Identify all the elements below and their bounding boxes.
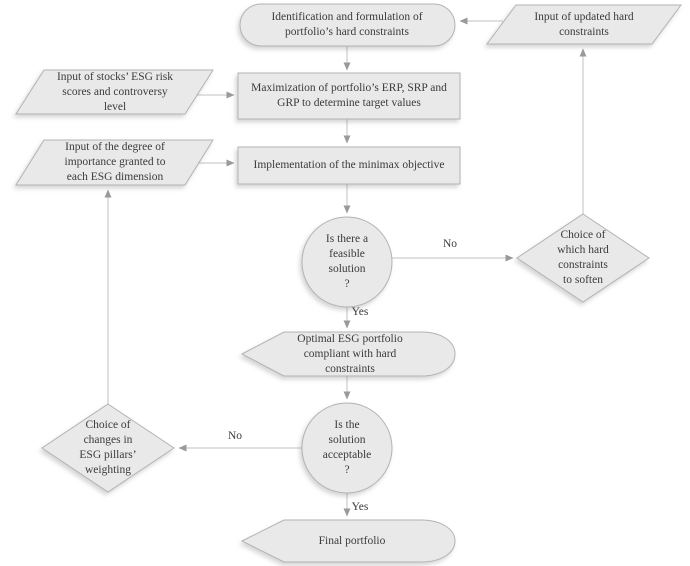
node-esg-scores-input-shape [15,69,214,115]
node-solution-acceptable-shape [301,402,393,494]
connectors [104,17,587,517]
node-updated-constraints-input-shape [486,4,682,45]
node-maximization-label: Maximization of portfolio’s ERP, SRP and… [251,82,447,109]
node-identification-label: Identification and formulation of portfo… [271,11,423,38]
edge-label-no-feasible: No [442,238,458,250]
nodes [15,3,682,563]
node-pillar-weighting-label: Choice of changes in ESG pillars’ weight… [79,419,137,476]
node-final-portfolio-label: Final portfolio [318,535,386,547]
node-optimal-portfolio-shape [240,331,456,377]
edge-label-yes-feasible: Yes [351,306,369,318]
node-feasible-solution-shape [301,216,393,308]
node-solution-acceptable-label: Is the solution acceptable ? [322,419,372,476]
edge-label-no-acceptable: No [227,430,243,442]
node-feasible-solution-label: Is there a feasible solution ? [325,233,369,290]
node-maximization-shape [237,72,461,120]
node-updated-constraints-input-label: Input of updated hard constraints [534,11,634,38]
node-soften-constraints-shape [516,213,650,303]
node-identification-shape [239,3,456,47]
node-importance-input-label: Input of the degree of importance grante… [64,141,166,183]
edge-label-yes-acceptable: Yes [351,501,369,513]
node-esg-scores-input-label: Input of stocks’ ESG risk scores and con… [56,71,174,113]
node-optimal-portfolio-label: Optimal ESG portfolio compliant with har… [297,333,403,375]
node-final-portfolio-shape [240,519,456,563]
node-importance-input-shape [15,139,214,186]
node-minimax-label: Implementation of the minimax objective [253,159,445,171]
node-minimax-shape [237,146,461,185]
node-pillar-weighting-shape [41,403,175,493]
node-soften-constraints-label: Choice of which hard constraints to soft… [557,229,609,286]
